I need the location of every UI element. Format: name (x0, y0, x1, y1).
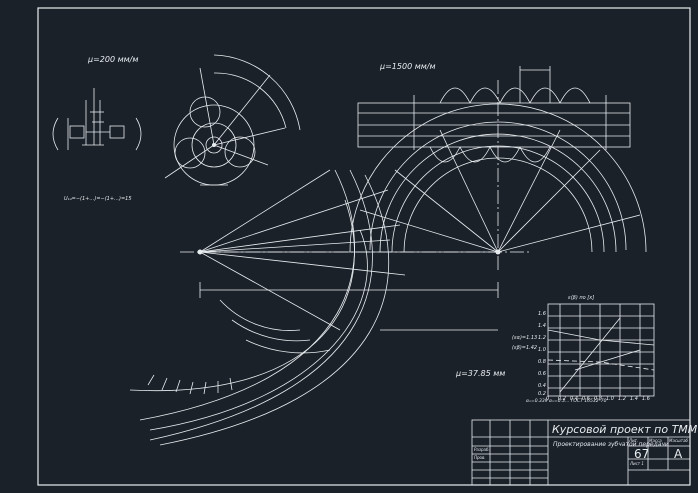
project-title: Курсовой проект по ТММ (552, 423, 698, 436)
y-tick: 1.0 (538, 347, 546, 353)
project-subtitle: Проектирование зубчатой передачи (553, 441, 669, 448)
col-scale: Масштаб (669, 438, 689, 443)
x-tick: 0.6 (582, 396, 590, 402)
x-tick: 1.0 (606, 396, 614, 402)
rack-profile (357, 66, 631, 163)
x-tick: 1.6 (642, 396, 650, 402)
x-tick: 1.2 (618, 396, 626, 402)
x-tick: 1.4 (630, 396, 638, 402)
y-tick: 1.4 (538, 323, 546, 329)
gear-scale-label: μ=37.85 мм (456, 369, 506, 378)
kinematic-scheme (52, 88, 142, 151)
y-tick: 1.6 (538, 311, 546, 317)
x-tick: 0.2 (558, 396, 566, 402)
y-tick: 1.2 (538, 335, 546, 341)
sheet-frame (37, 7, 691, 486)
profile-scale-label: μ=1500 мм/м (380, 62, 436, 71)
chart-title: ε(β) по [x] (568, 295, 595, 301)
sheet-number: Лист 1 (630, 461, 644, 466)
gear-construction (129, 80, 647, 446)
y-tick: 0.8 (538, 359, 546, 365)
x-tick: 0.4 (570, 396, 578, 402)
role-developer: Разраб. (474, 447, 490, 452)
y-tick: 0.6 (538, 371, 546, 377)
title-block (471, 419, 691, 486)
support-marks (197, 143, 501, 255)
ratio-formula: U₁₄=−(1+…)=−(1+…)=15 (64, 196, 132, 202)
x-tick: 0 (546, 396, 550, 402)
chart-note-2: (εβ)=1.42 (512, 345, 538, 351)
chart-bottom-note: αₓ=0.339 αₓ=0.3… ГОСТ 16532–70 (526, 399, 607, 404)
chart-note-1: (εα)=1.13 (512, 335, 538, 341)
sheet-code: 67 (634, 447, 650, 461)
y-tick: 0.2 (538, 391, 546, 397)
quality-chart (547, 303, 655, 397)
role-checker: Пров. (474, 455, 486, 460)
col-lit: Лит. (629, 438, 639, 443)
x-tick: 0.8 (594, 396, 602, 402)
col-mass: Масса (649, 438, 662, 443)
y-tick: 0.4 (538, 383, 546, 389)
planetary-gear-set (164, 54, 301, 186)
kinematic-scale-label: μ=200 мм/м (88, 55, 139, 64)
letter-mark: A (674, 447, 683, 461)
